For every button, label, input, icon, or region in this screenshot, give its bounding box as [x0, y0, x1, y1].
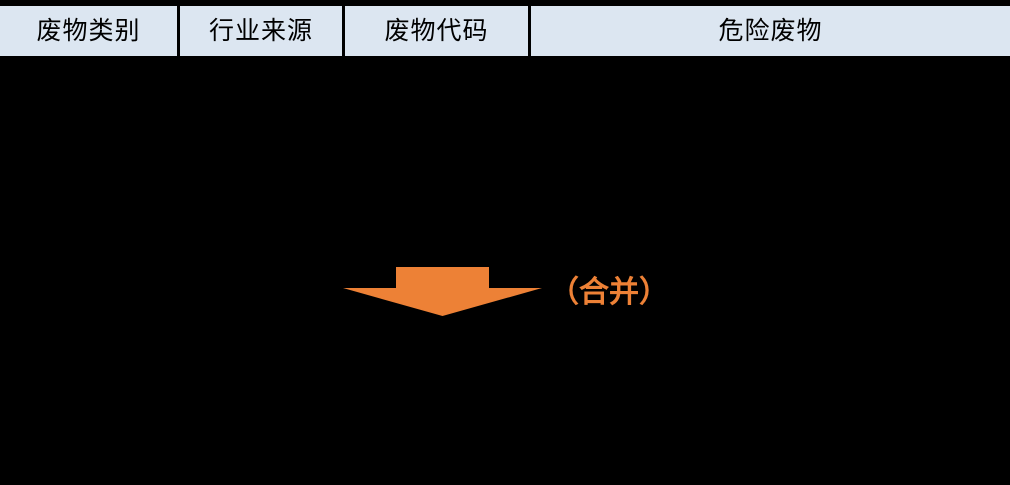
header-cell-waste-category: 废物类别 [0, 6, 177, 56]
header-cell-hazardous-waste: 危险废物 [528, 6, 1010, 56]
header-cell-waste-code: 废物代码 [342, 6, 528, 56]
merge-annotation-label: （合并） [549, 276, 669, 309]
header-cell-label: 危险废物 [718, 16, 823, 45]
waste-category-header-table: 废物类别 行业来源 废物代码 危险废物 [0, 4, 1010, 58]
header-cell-industry-source: 行业来源 [177, 6, 342, 56]
header-cell-label: 废物类别 [36, 16, 141, 45]
down-arrow-icon [343, 267, 542, 317]
header-cell-label: 行业来源 [208, 16, 313, 45]
header-cell-label: 废物代码 [384, 16, 489, 45]
